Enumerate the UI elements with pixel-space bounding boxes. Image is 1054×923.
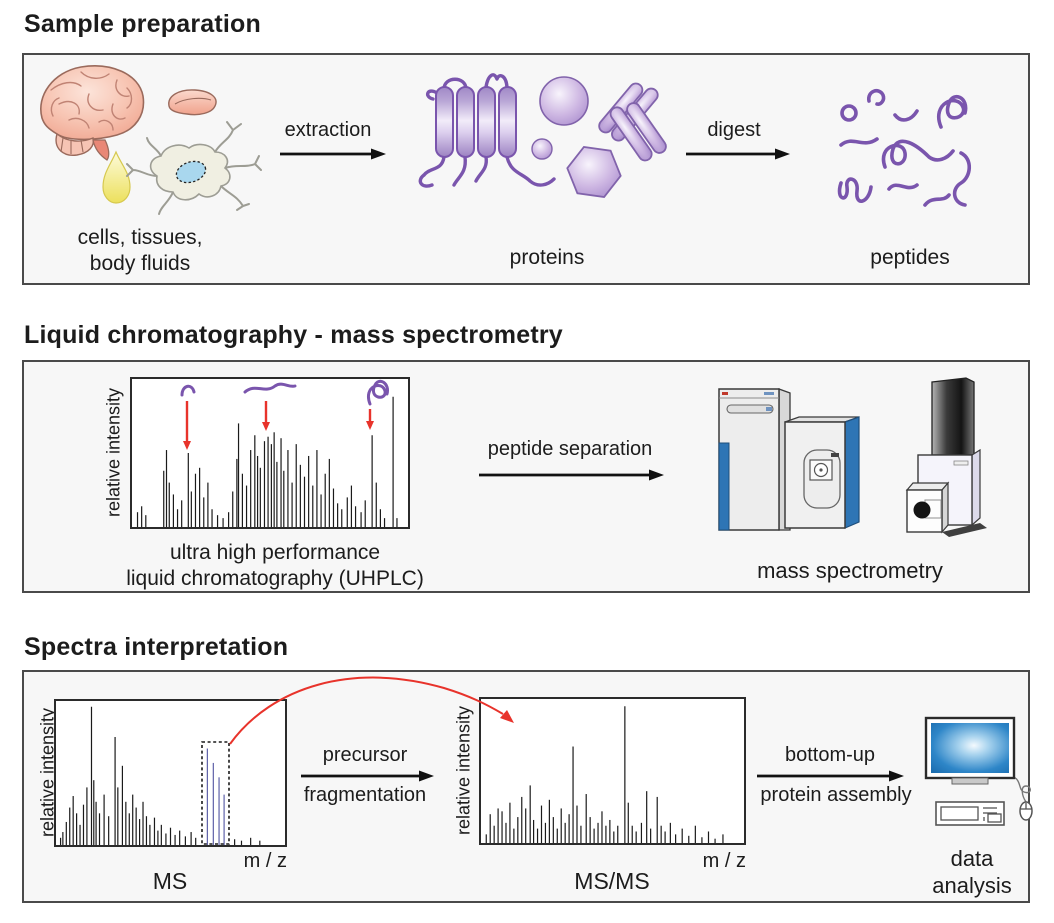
precursor-label: precursor — [322, 744, 408, 766]
ms-caption: MS — [152, 868, 188, 894]
peptide-glyph-1 — [180, 384, 196, 397]
protein-assembly-arrow — [757, 770, 904, 782]
globular-protein-icon — [539, 76, 589, 126]
section-heading-sample-preparation: Sample preparation — [24, 10, 261, 38]
peptide-glyph-2 — [243, 382, 297, 394]
msms-y-axis-label: relative intensity — [453, 705, 474, 836]
fragmentation-arrow — [301, 770, 434, 782]
bottom-up-label: bottom-up — [784, 744, 876, 766]
digest-label: digest — [707, 119, 761, 141]
chromatogram-annotations — [180, 379, 389, 450]
ms-annotations — [201, 741, 230, 845]
extraction-label: extraction — [284, 119, 372, 141]
proteins-illustration — [418, 73, 667, 198]
msms-peaks — [481, 699, 744, 843]
sample-sources-caption: cells, tissues, body fluids — [77, 226, 203, 275]
ms-instrument-a — [718, 388, 860, 531]
elution-arrows — [185, 401, 372, 442]
tissue-icon — [168, 89, 217, 116]
extraction-arrow — [280, 148, 386, 160]
mass-spectrometer-icon — [718, 377, 987, 537]
protein-assembly-label: protein assembly — [760, 784, 912, 806]
precursor-selection-box — [201, 741, 230, 845]
hexagon-protein-icon — [566, 146, 622, 198]
peptide-separation-label: peptide separation — [487, 438, 653, 460]
ms-instrument-b — [905, 377, 987, 537]
lcms-panel: relative intensity — [22, 360, 1030, 593]
digest-arrow — [686, 148, 790, 160]
peptide-glyph-3 — [367, 379, 389, 406]
section-heading-lcms: Liquid chromatography - mass spectrometr… — [24, 321, 563, 349]
proteins-caption: proteins — [509, 246, 585, 269]
peptide-separation-arrow — [479, 469, 664, 481]
mass-spectrometry-caption: mass spectrometry — [757, 558, 943, 583]
ms-peaks — [56, 701, 285, 845]
msms-caption: MS/MS — [574, 868, 650, 894]
globular-protein-small-icon — [531, 138, 553, 160]
cell-nucleus — [175, 160, 207, 184]
data-analysis-caption: data analysis — [932, 846, 1012, 898]
monitor-icon — [924, 716, 1016, 785]
msms-spectrum-plot — [479, 697, 746, 845]
msms-x-axis-label: m / z — [702, 850, 746, 872]
computer-icon — [924, 716, 1033, 826]
mouse-cable — [1011, 775, 1031, 803]
section-heading-spectra: Spectra interpretation — [24, 633, 289, 661]
membrane-protein-icon — [418, 73, 556, 188]
peptides-caption: peptides — [870, 246, 950, 269]
ms-x-axis-label: m / z — [243, 850, 287, 872]
fibrous-protein-icon — [598, 82, 667, 162]
mouse-icon — [1019, 801, 1033, 821]
spectra-interpretation-panel: relative intensity m / z MS precursor fr… — [22, 670, 1033, 903]
uhplc-chromatogram-plot — [130, 377, 410, 529]
sample-preparation-panel: cells, tissues, body fluids extraction — [22, 53, 1030, 285]
uhplc-caption: ultra high performance liquid chromatogr… — [126, 541, 424, 590]
fragmentation-label: fragmentation — [303, 784, 427, 806]
chromatogram-y-axis-label: relative intensity — [103, 387, 124, 518]
ms-spectrum-plot — [54, 699, 287, 847]
sample-sources-illustration — [40, 65, 262, 215]
peptides-icon — [837, 88, 972, 207]
chromatogram-peaks — [132, 379, 408, 527]
cell-icon — [126, 121, 262, 215]
desktop-unit-icon — [935, 801, 1005, 826]
brain-icon — [40, 65, 145, 161]
